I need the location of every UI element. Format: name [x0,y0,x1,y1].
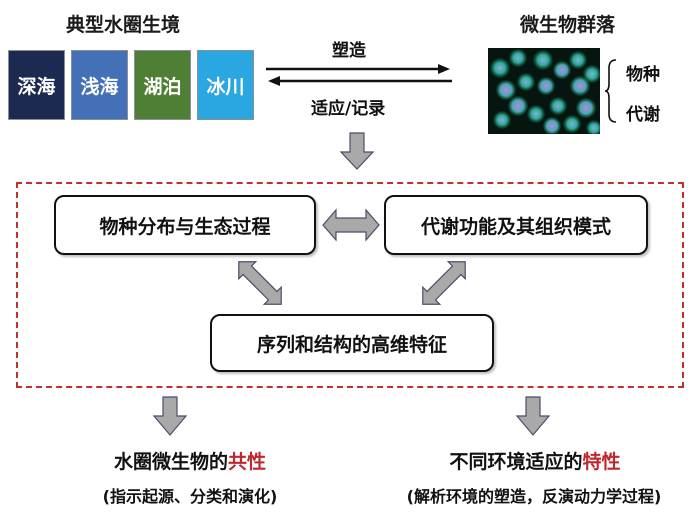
community-title: 微生物群落 [520,14,616,36]
high-dim-features-box: 序列和结构的高维特征 [210,314,494,372]
backward-arrow-icon [268,76,452,86]
forward-arrow-icon [266,64,450,74]
double-arrow-horizontal-icon [322,208,380,242]
commonality-outcome: 水圈微生物的共性 [70,447,310,474]
double-arrow-diagonal-right-icon [422,261,466,305]
brace-icon [604,59,617,123]
brace-item-species: 物种 [626,65,660,85]
commonality-subtitle: (指示起源、分类和演化) [102,487,278,506]
specificity-subtitle: (解析环境的塑造，反演动力学过程) [406,487,662,506]
metabolic-function-box: 代谢功能及其组织模式 [384,195,648,255]
brace-item-metabolism: 代谢 [626,105,660,125]
shape-label: 塑造 [332,41,366,61]
habitats-title: 典型水圈生境 [66,14,181,36]
specificity-outcome: 不同环境适应的特性 [390,447,680,474]
habitat-label: 冰川 [206,75,245,98]
microbial-community-image [488,48,600,134]
habitat-lake: 湖泊 [134,50,191,120]
cells [490,49,600,134]
down-arrow-right-icon [516,396,550,436]
bidirectional-arrows [266,64,452,86]
down-arrow-left-icon [153,396,187,436]
commonality-highlight: 共性 [228,451,267,473]
adapt-record-label: 适应/记录 [311,99,386,119]
habitat-label: 浅海 [80,75,119,98]
commonality-text: 水圈微生物的 [113,451,228,473]
specificity-highlight: 特性 [582,451,621,473]
habitat-label: 深海 [17,75,56,98]
habitat-glacier: 冰川 [197,50,254,120]
habitat-label: 湖泊 [143,75,182,98]
specificity-text: 不同环境适应的 [449,451,583,473]
down-arrow-icon [340,132,374,170]
habitat-deep-sea: 深海 [8,50,65,120]
species-distribution-box: 物种分布与生态过程 [54,195,316,255]
habitat-shallow-sea: 浅海 [71,50,128,120]
double-arrow-diagonal-left-icon [238,261,282,305]
analysis-framework [16,182,684,388]
